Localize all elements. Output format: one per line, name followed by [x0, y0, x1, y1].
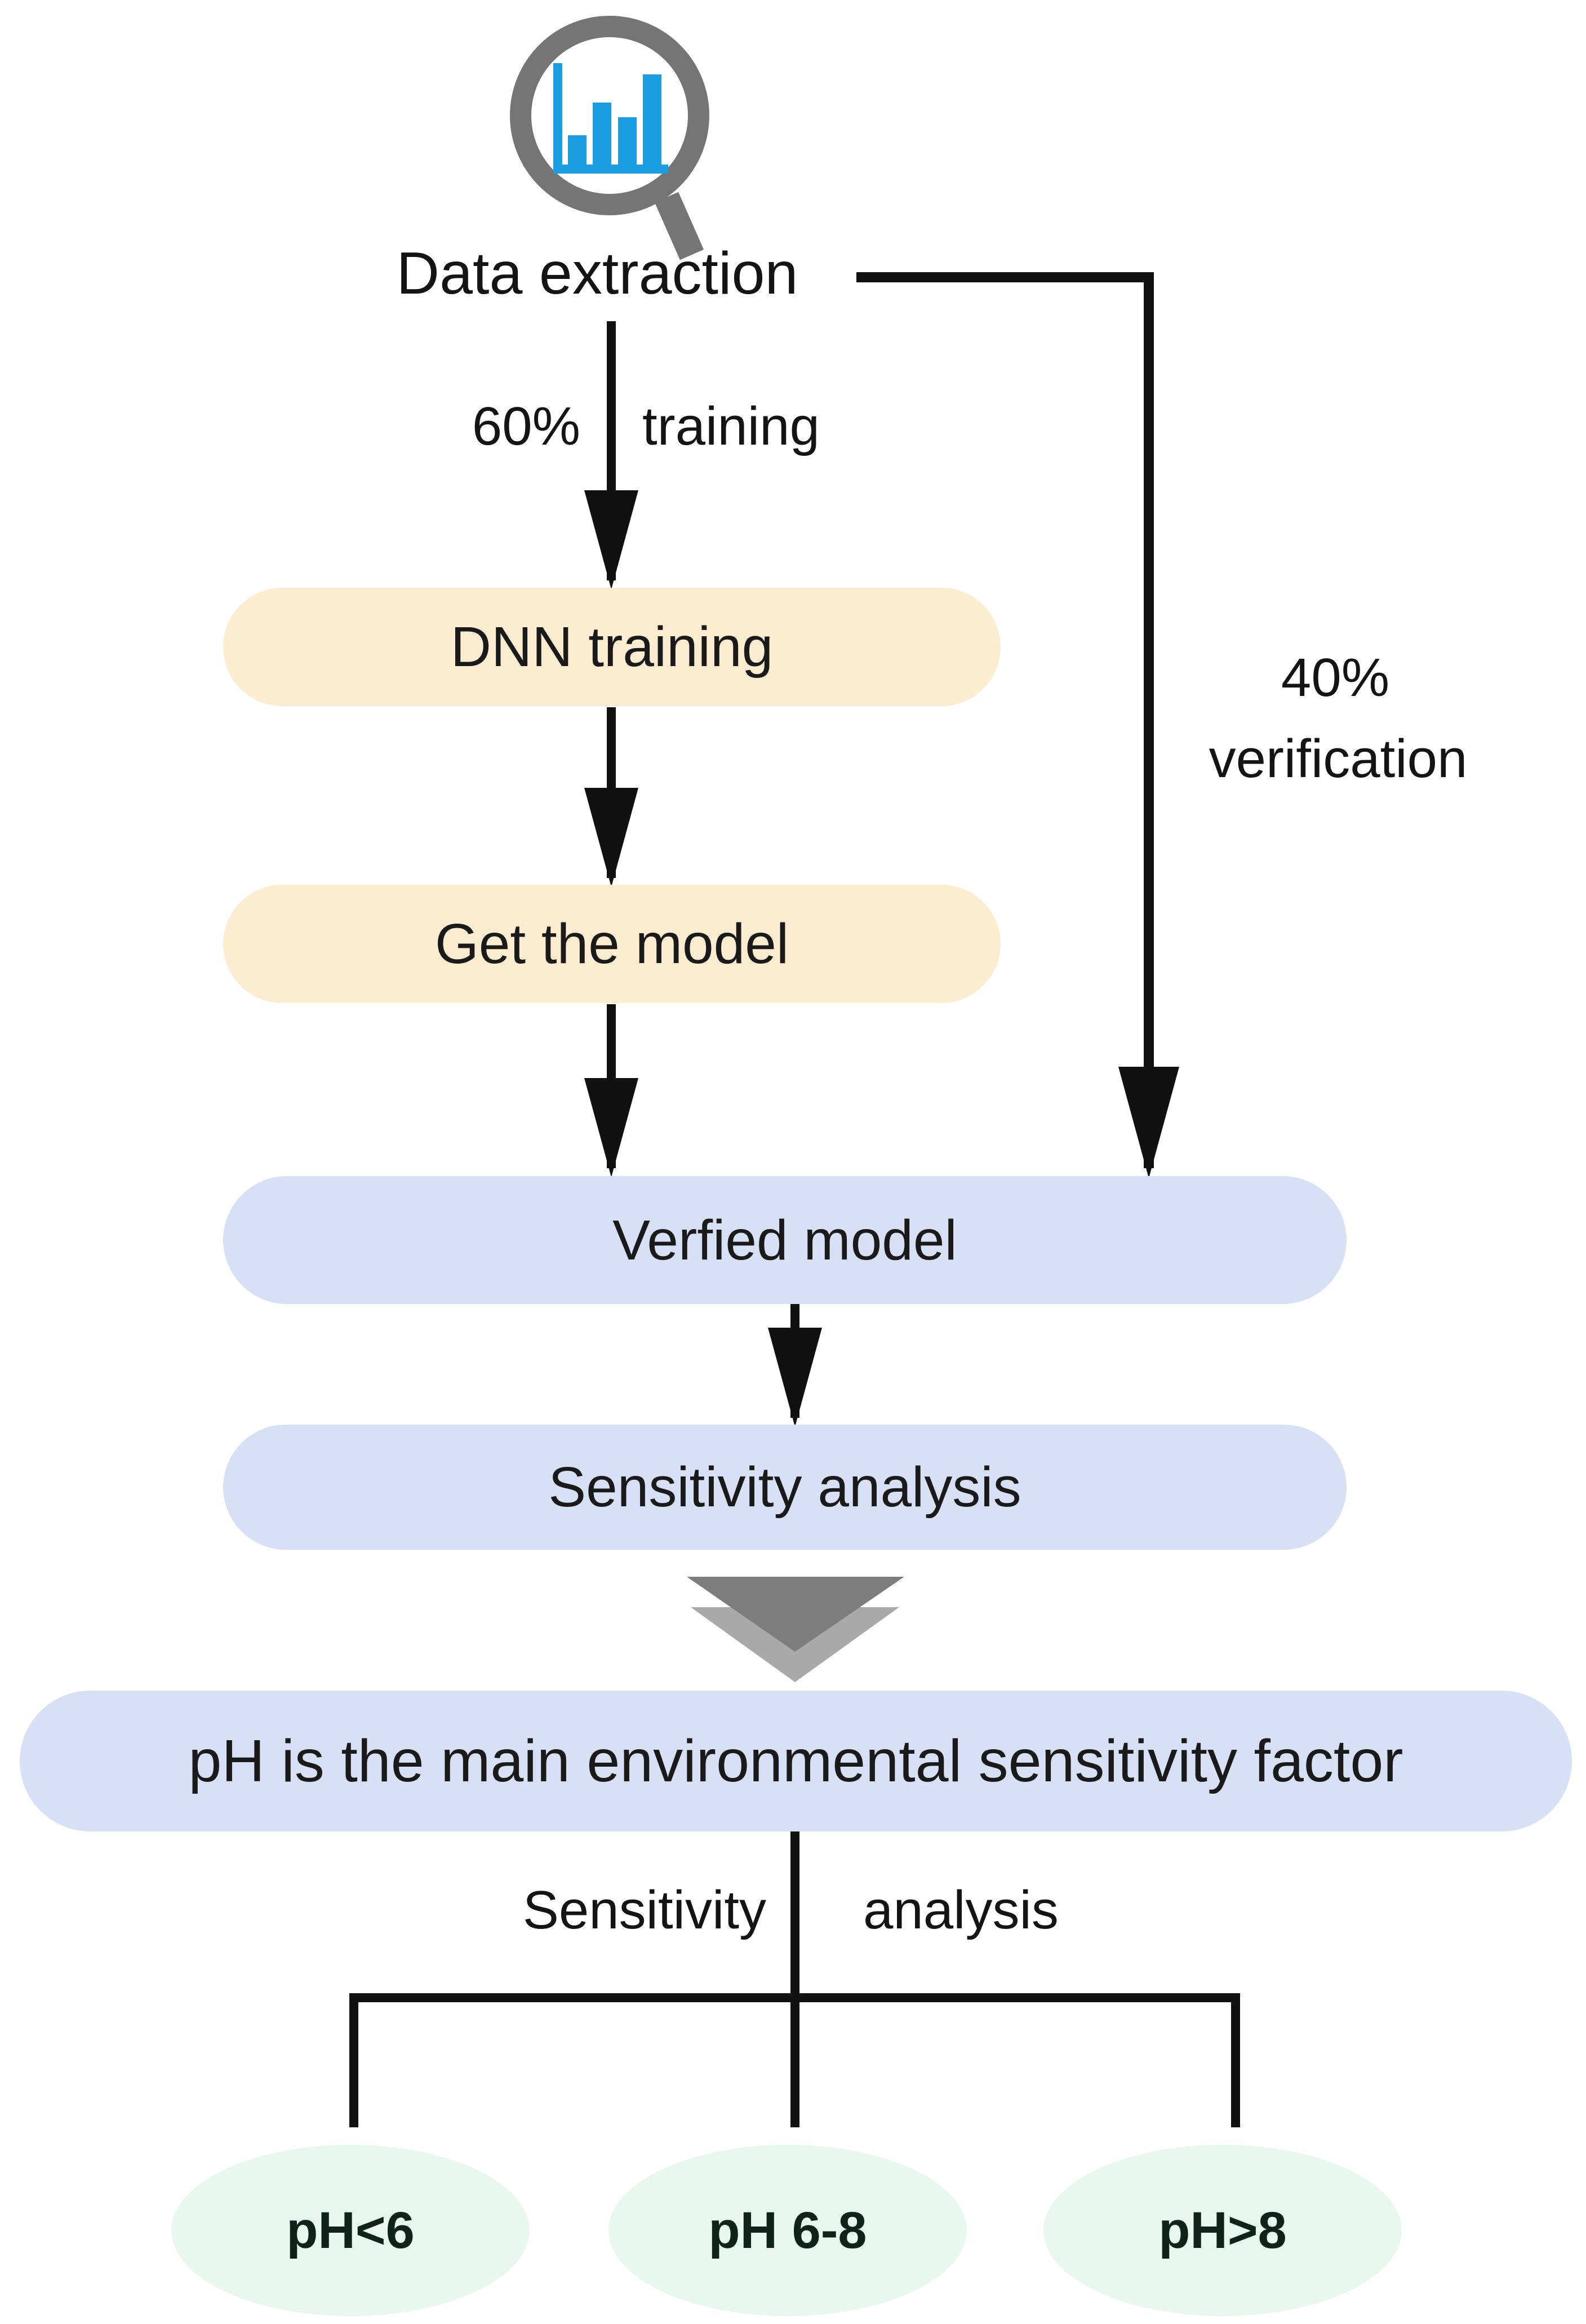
split-left-label: Sensitivity [522, 1880, 766, 1940]
magnifier-handle [654, 192, 704, 260]
get-model-box: Get the model [223, 885, 1001, 1003]
train-percent-label: 60% [472, 396, 580, 456]
conclusion-box: pH is the main environmental sensitivity… [20, 1691, 1572, 1831]
verify-word-label: verification [1209, 729, 1468, 789]
ph-mid-ellipse: pH 6-8 [608, 2145, 967, 2316]
ph-low-ellipse: pH<6 [171, 2145, 530, 2316]
train-word-label: training [642, 396, 820, 456]
data-extraction-label: Data extraction [396, 240, 798, 307]
verify-percent-label: 40% [1281, 647, 1390, 708]
sensitivity-analysis-box: Sensitivity analysis [223, 1425, 1347, 1550]
bar-chart-glyph [553, 63, 668, 174]
magnifier-bar-chart-icon [510, 16, 709, 260]
branch-lines [349, 1993, 1240, 2127]
ph-high-ellipse: pH>8 [1043, 2145, 1402, 2316]
verified-model-box: Verfied model [223, 1176, 1347, 1304]
arrow-verification-bypass [856, 272, 1179, 1178]
split-right-label: analysis [863, 1880, 1059, 1940]
dnn-training-box: DNN training [223, 588, 1001, 706]
chevron-down-icon [687, 1577, 904, 1682]
